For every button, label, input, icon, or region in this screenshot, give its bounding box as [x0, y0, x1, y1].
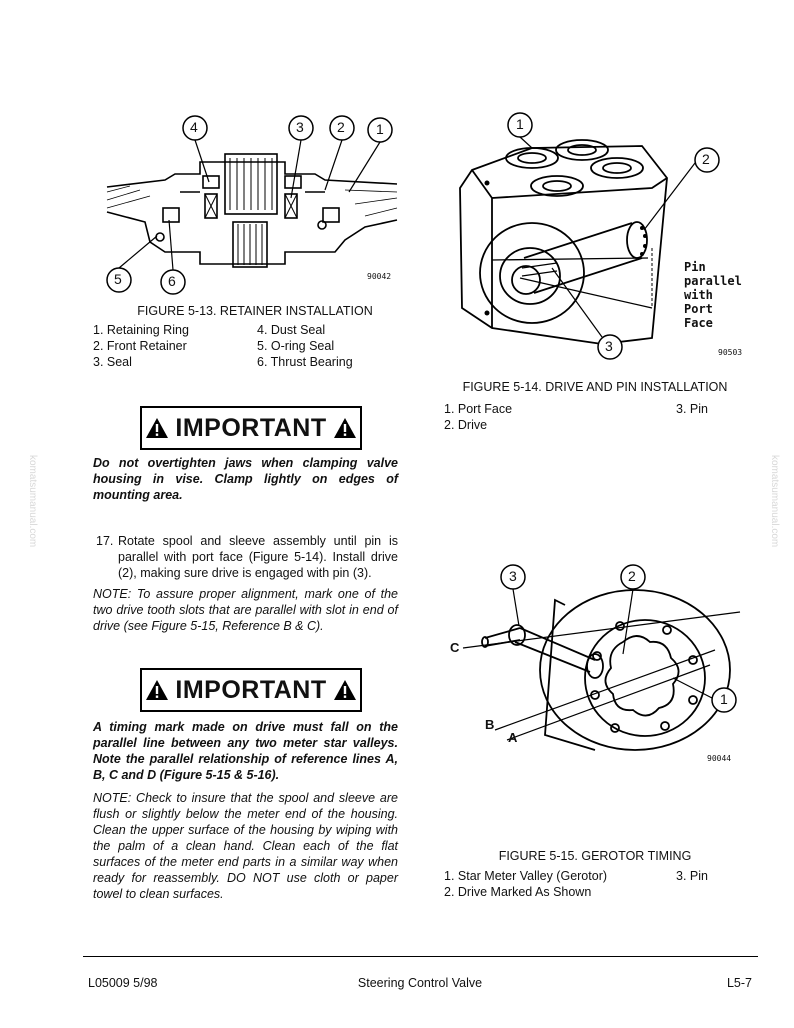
figure-5-13-caption: FIGURE 5-13. RETAINER INSTALLATION	[137, 304, 373, 318]
step-text: Rotate spool and sleeve assembly until p…	[118, 534, 398, 580]
reference-letter-a: A	[508, 730, 518, 745]
footer-section-title: Steering Control Valve	[357, 976, 483, 990]
legend-item: 3. Pin	[676, 869, 708, 883]
important-text: A timing mark made on drive must fall on…	[93, 720, 398, 782]
legend-item: 3. Pin	[676, 402, 708, 416]
warning-triangle-icon	[146, 418, 169, 438]
warning-triangle-icon	[333, 418, 356, 438]
callout-1: 1	[516, 116, 524, 132]
callout-1: 1	[376, 121, 384, 137]
pin-label-line: Pin	[684, 260, 706, 274]
legend-item: 4. Dust Seal	[257, 323, 326, 337]
callout-2: 2	[702, 151, 710, 167]
footer-divider	[83, 956, 758, 957]
gerotor-timing-drawing	[462, 564, 741, 751]
pin-label-line: with	[684, 288, 713, 302]
pin-label-line: parallel	[684, 274, 742, 288]
figure-5-15-legend: 1. Star Meter Valley (Gerotor) 3. Pin 2. …	[444, 868, 708, 900]
note-cleaning: NOTE: Check to insure that the spool and…	[93, 791, 398, 901]
note-alignment: NOTE: To assure proper alignment, mark o…	[93, 587, 398, 633]
legend-item: 1. Port Face	[444, 402, 513, 416]
pin-label-line: Port	[684, 302, 713, 316]
legend-row: 2. Front Retainer 5. O-ring Seal	[93, 338, 353, 354]
watermark-left: komatsumanual.com	[27, 455, 38, 548]
callout-1: 1	[720, 691, 728, 707]
legend-item: 2. Drive Marked As Shown	[444, 885, 592, 899]
legend-row: 1. Star Meter Valley (Gerotor) 3. Pin	[444, 868, 708, 884]
figure-5-14-legend: 1. Port Face 3. Pin 2. Drive	[444, 401, 708, 433]
figure-5-14: 1 2 3 Pin parallel with Port Face 90503	[452, 108, 752, 368]
figure-5-13: 4 3 2 1 5 6 90042	[105, 112, 400, 302]
retainer-installation-drawing	[106, 115, 398, 295]
callout-3: 3	[509, 568, 517, 584]
footer-page-number: L5-7	[726, 976, 752, 990]
reference-letter-c: C	[450, 640, 460, 655]
step-number: 17.	[96, 534, 114, 548]
figure-code: 90503	[718, 348, 743, 357]
footer-doc-code: L05009 5/98	[88, 976, 158, 990]
callout-4: 4	[190, 119, 198, 135]
legend-item: 1. Retaining Ring	[93, 323, 189, 337]
figure-5-15-caption: FIGURE 5-15. GEROTOR TIMING	[498, 849, 692, 863]
legend-item: 5. O-ring Seal	[257, 339, 335, 353]
figure-5-15: 3 2 1 C B A 90044	[445, 560, 745, 775]
callout-6: 6	[168, 273, 176, 289]
legend-item: 1. Star Meter Valley (Gerotor)	[444, 869, 608, 883]
callout-3: 3	[605, 338, 613, 354]
legend-row: 2. Drive	[444, 417, 708, 433]
pin-parallel-label: Pin parallel with Port Face	[684, 260, 742, 330]
pin-label-line: Face	[684, 316, 713, 330]
step-17: 17. Rotate spool and sleeve assembly unt…	[96, 533, 398, 581]
legend-item: 3. Seal	[93, 355, 132, 369]
legend-row: 3. Seal 6. Thrust Bearing	[93, 354, 353, 370]
important-text: Do not overtighten jaws when clamping va…	[93, 456, 398, 502]
important-label: IMPORTANT	[175, 675, 327, 704]
legend-row: 2. Drive Marked As Shown	[444, 884, 708, 900]
drive-pin-installation-drawing	[459, 112, 720, 360]
reference-letter-b: B	[485, 717, 495, 732]
callout-3: 3	[296, 119, 304, 135]
legend-item: 2. Front Retainer	[93, 339, 187, 353]
callout-2: 2	[337, 119, 345, 135]
legend-row: 1. Retaining Ring 4. Dust Seal	[93, 322, 353, 338]
important-banner: IMPORTANT	[140, 668, 362, 712]
important-banner: IMPORTANT	[140, 406, 362, 450]
legend-row: 1. Port Face 3. Pin	[444, 401, 708, 417]
warning-triangle-icon	[146, 680, 169, 700]
figure-5-14-caption: FIGURE 5-14. DRIVE AND PIN INSTALLATION	[462, 380, 728, 394]
watermark-right: komatsumanual.com	[769, 455, 780, 548]
figure-code: 90044	[707, 754, 732, 763]
legend-item: 2. Drive	[444, 418, 488, 432]
important-label: IMPORTANT	[175, 413, 327, 442]
warning-triangle-icon	[333, 680, 356, 700]
callout-5: 5	[114, 271, 122, 287]
figure-5-13-legend: 1. Retaining Ring 4. Dust Seal 2. Front R…	[93, 322, 353, 370]
figure-code: 90042	[367, 272, 392, 281]
legend-item: 6. Thrust Bearing	[257, 355, 353, 369]
callout-2: 2	[628, 568, 636, 584]
